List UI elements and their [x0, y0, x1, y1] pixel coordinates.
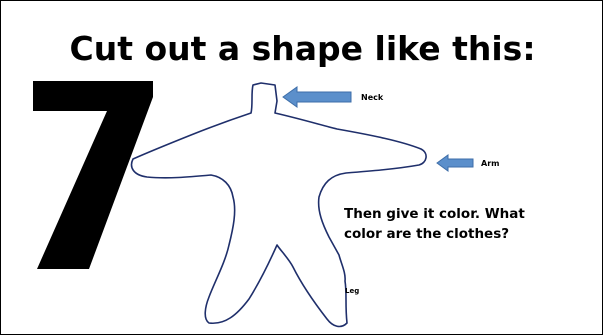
caption-line-2: color are the clothes? — [344, 224, 594, 244]
caption-line-1: Then give it color. What — [344, 204, 594, 224]
caption: Then give it color. What color are the c… — [344, 204, 594, 244]
leg-label: Leg — [345, 287, 359, 295]
neck-label: Neck — [361, 93, 383, 102]
arm-label: Arm — [481, 159, 499, 168]
arm-arrow-icon — [435, 153, 475, 173]
neck-arrow-icon — [281, 85, 353, 109]
